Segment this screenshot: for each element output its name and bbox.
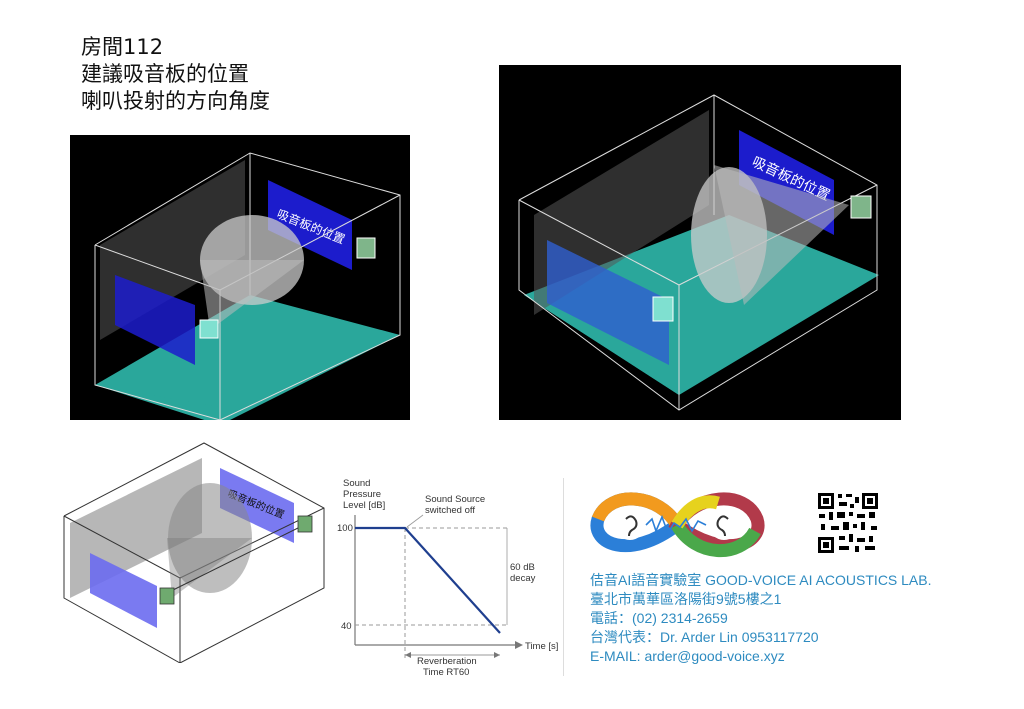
speaker-cube-icon <box>297 515 313 533</box>
speaker-cube-icon <box>199 319 219 339</box>
vertical-divider <box>563 478 564 676</box>
room-render-1: 吸音板的位置 <box>70 135 410 420</box>
infinity-logo-icon <box>590 492 765 558</box>
graph-ylabel-2: Pressure <box>343 489 381 500</box>
speaker-cube-icon <box>159 587 175 605</box>
contact-lab-name: 佶音AI語音實驗室 GOOD-VOICE AI ACOUSTICS LAB. <box>590 572 932 588</box>
title-suggestion: 建議吸音板的位置 <box>81 62 249 86</box>
graph-decay-2: decay <box>510 573 536 584</box>
graph-tick-40: 40 <box>341 621 352 632</box>
graph-time-label: Time [s] <box>525 641 558 652</box>
title-room: 房間112 <box>81 35 164 59</box>
room-render-2: 吸音板的位置 <box>499 65 901 420</box>
rt60-graph: Sound Pressure Level [dB] Sound Source s… <box>337 478 558 678</box>
decay-line <box>355 526 501 634</box>
graph-source-off-1: Sound Source <box>425 494 485 505</box>
graph-ylabel-3: Level [dB] <box>343 500 385 511</box>
contact-representative: 台灣代表：Dr. Arder Lin 0953117720 <box>590 629 819 645</box>
graph-rt-1: Reverberation <box>417 656 477 667</box>
ear-icon <box>709 510 739 540</box>
speaker-cube-icon <box>652 296 674 322</box>
speaker-cube-icon <box>356 237 376 259</box>
sound-cone-icon <box>168 483 252 593</box>
graph-source-off-2: switched off <box>425 505 475 516</box>
contact-email[interactable]: E-MAIL: arder@good-voice.xyz <box>590 648 785 664</box>
title-direction: 喇叭投射的方向角度 <box>81 89 270 113</box>
ear-icon <box>615 510 645 540</box>
graph-decay-1: 60 dB <box>510 562 535 573</box>
speaker-cube-icon <box>850 195 872 219</box>
graph-tick-100: 100 <box>337 523 353 534</box>
qr-code-icon <box>817 492 879 554</box>
room-render-3: 吸音板的位置 <box>62 438 330 663</box>
contact-phone: 電話：(02) 2314-2659 <box>590 610 728 626</box>
graph-ylabel-1: Sound <box>343 478 370 489</box>
contact-address: 臺北市萬華區洛陽街9號5樓之1 <box>590 591 782 607</box>
graph-rt-2: Time RT60 <box>423 667 469 678</box>
